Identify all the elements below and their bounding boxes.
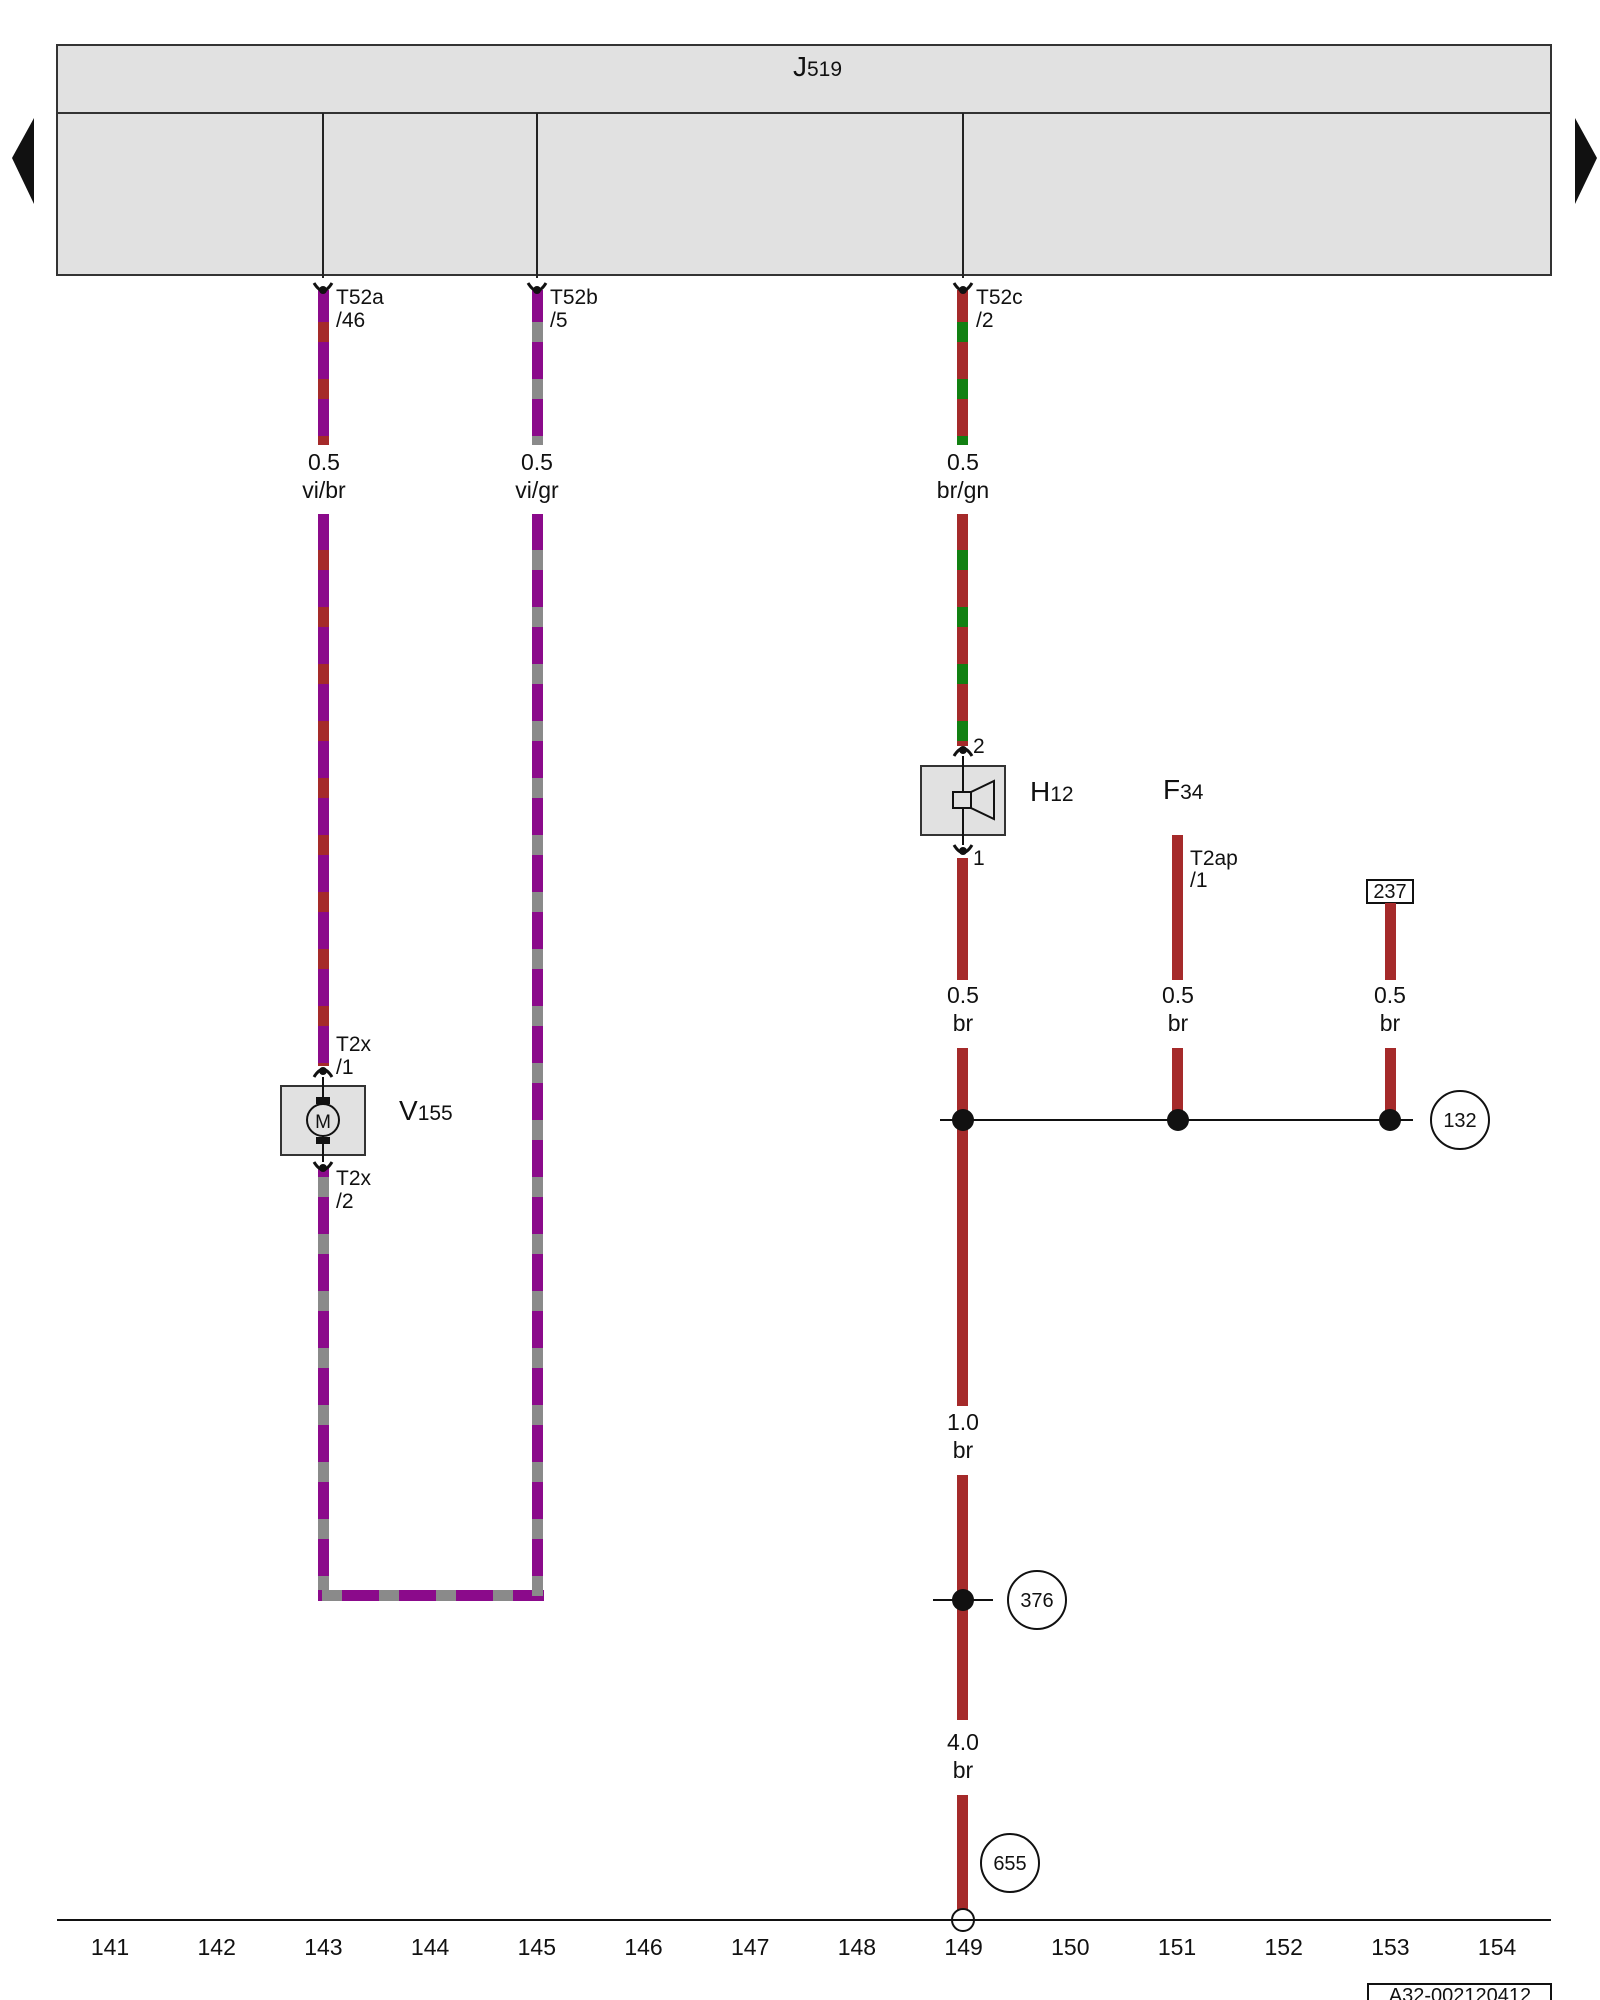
grid-number: 142	[198, 1934, 236, 1960]
component-label: H12	[1030, 776, 1074, 807]
svg-text:1: 1	[973, 847, 985, 870]
grid-number: 148	[838, 1934, 876, 1960]
wire-vi-gr-loop: 0.5 vi/gr	[318, 290, 559, 1601]
module-label: J519	[793, 51, 842, 82]
grid-number: 149	[944, 1934, 982, 1960]
wire-color: vi/br	[302, 477, 346, 503]
wire-size: 0.5	[308, 449, 340, 475]
wire-size: 0.5	[947, 449, 979, 475]
wire-color: br/gn	[937, 477, 989, 503]
svg-text:T2ap: T2ap	[1190, 847, 1238, 870]
svg-text:br: br	[1168, 1010, 1189, 1036]
wire-size: 0.5	[521, 449, 553, 475]
svg-text:/46: /46	[336, 309, 365, 332]
wire-br-main: 0.5 br 1.0 br 4.0 br	[947, 858, 979, 1910]
component-label: F34	[1163, 774, 1204, 805]
grid-number: 146	[624, 1934, 662, 1960]
svg-text:T52b: T52b	[550, 286, 598, 309]
ground-655: 655	[951, 1833, 1040, 1932]
svg-text:0.5: 0.5	[1162, 982, 1194, 1008]
wire-color: vi/gr	[515, 477, 559, 503]
svg-text:/2: /2	[976, 309, 994, 332]
svg-text:/5: /5	[550, 309, 568, 332]
svg-text:T52a: T52a	[336, 286, 384, 309]
next-page-icon[interactable]	[1575, 118, 1597, 204]
motor-icon	[306, 1103, 340, 1137]
grid-number: 150	[1051, 1934, 1089, 1960]
component-f34: F34 T2ap /1 0.5 br	[1162, 774, 1238, 1120]
svg-text:132: 132	[1443, 1110, 1476, 1132]
component-label: V155	[399, 1095, 453, 1126]
wire-vi-br: 0.5 vi/br	[302, 290, 346, 1066]
connector-t52a: T52a /46	[312, 282, 384, 332]
grid-number: 153	[1371, 1934, 1409, 1960]
svg-text:br: br	[953, 1437, 974, 1463]
svg-text:br: br	[953, 1010, 974, 1036]
splice-376: 376	[933, 1570, 1067, 1630]
component-h12: 2 1 H12	[920, 735, 1074, 870]
grid-number: 145	[518, 1934, 556, 1960]
svg-text:/1: /1	[1190, 869, 1208, 892]
svg-text:br: br	[953, 1757, 974, 1783]
grid-numbers: 141 142 143 144 145 146 147 148 149 150 151 152 153 1…	[91, 1934, 1517, 1960]
svg-text:4.0: 4.0	[947, 1729, 979, 1755]
svg-text:M: M	[315, 1112, 331, 1133]
grid-number: 154	[1478, 1934, 1517, 1960]
document-id: A32-002120412	[1367, 1983, 1552, 2000]
grid-number: 151	[1158, 1934, 1196, 1960]
svg-text:/2: /2	[336, 1190, 354, 1213]
svg-text:655: 655	[993, 1853, 1026, 1875]
grid-number: 152	[1265, 1934, 1303, 1960]
grid-number: 141	[91, 1934, 129, 1960]
grid-number: 147	[731, 1934, 769, 1960]
grid-number: 144	[411, 1934, 450, 1960]
speaker-icon	[952, 779, 995, 821]
svg-text:0.5: 0.5	[947, 982, 979, 1008]
grid-number: 143	[304, 1934, 342, 1960]
ref-237-wire: 237 0.5 br	[1366, 879, 1414, 1120]
svg-text:237: 237	[1373, 881, 1406, 903]
prev-page-icon[interactable]	[12, 118, 34, 204]
wire-br-gn: 0.5 br/gn	[937, 290, 989, 746]
svg-text:A32-002120412: A32-002120412	[1389, 1985, 1531, 2000]
svg-text:T52c: T52c	[976, 286, 1023, 309]
module-j519: J519	[56, 44, 1552, 278]
connector-t52b: T52b /5	[526, 282, 598, 332]
connector-t52c: T52c /2	[952, 282, 1023, 332]
svg-text:/1: /1	[336, 1056, 354, 1079]
svg-text:2: 2	[973, 735, 985, 758]
svg-text:T2x: T2x	[336, 1167, 372, 1190]
svg-text:0.5: 0.5	[1374, 982, 1406, 1008]
splice-132: 132	[940, 1090, 1490, 1150]
svg-text:T2x: T2x	[336, 1033, 372, 1056]
svg-text:br: br	[1380, 1010, 1401, 1036]
component-v155: T2x /1 M T2x /2 V155	[280, 1033, 453, 1213]
svg-text:376: 376	[1020, 1590, 1053, 1612]
svg-text:1.0: 1.0	[947, 1409, 979, 1435]
